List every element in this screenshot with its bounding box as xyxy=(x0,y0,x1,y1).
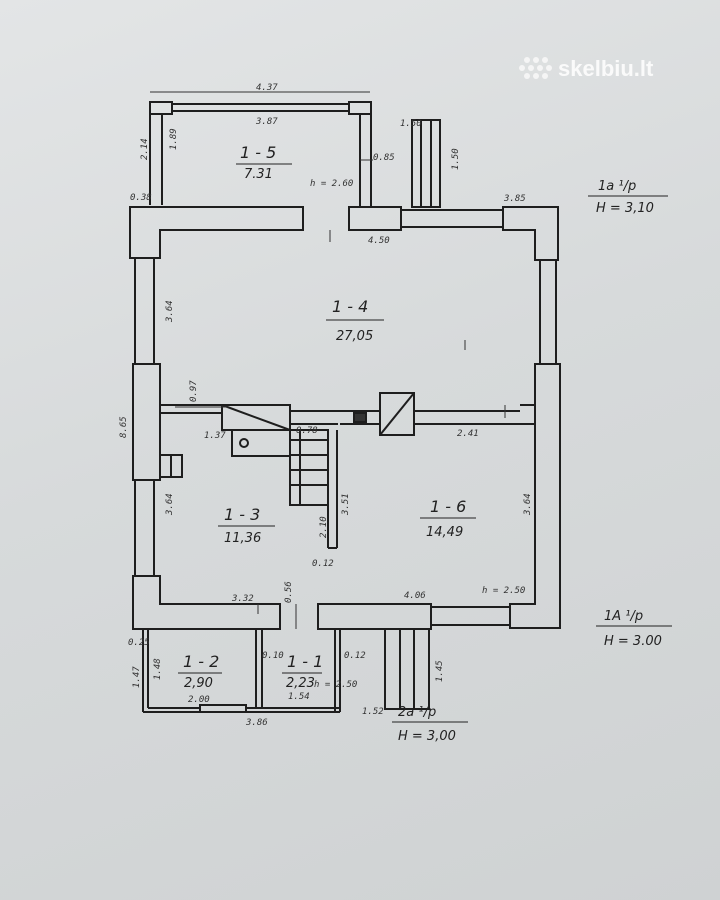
dim-label: 2.41 xyxy=(457,429,479,439)
note-1a: 1a ¹/p H = 3,10 xyxy=(588,179,668,216)
note-top: 1a ¹/p xyxy=(598,179,636,194)
dim-label: 4.06 xyxy=(404,591,426,601)
room-label: 1 - 5 xyxy=(240,143,276,162)
dimension-labels: 4.37 3.87 2.14 1.89 1.50 1.50 0.85 h = 2… xyxy=(119,83,533,728)
room-label: 1 - 2 xyxy=(183,652,219,671)
dim-label: 2.00 xyxy=(188,695,210,705)
dim-label: 3.85 xyxy=(503,194,526,204)
walls xyxy=(129,101,561,713)
dim-label: 1.52 xyxy=(362,707,384,717)
dim-label: 1.48 xyxy=(153,658,163,680)
room-1-3: 1 - 3 11,36 xyxy=(218,505,275,546)
room-area: 2,90 xyxy=(184,676,213,691)
dim-label: 0.56 xyxy=(284,581,294,603)
dim-label: 0.10 xyxy=(262,651,284,661)
watermark-text: skelbiu.lt xyxy=(558,56,654,81)
room-area: 7.31 xyxy=(244,167,273,182)
dim-label: 3.51 xyxy=(341,493,351,516)
note-top: 1A ¹/p xyxy=(604,609,643,624)
note-bottom: H = 3,10 xyxy=(596,201,654,216)
dim-label: 0.97 xyxy=(189,380,199,402)
dim-label: 1.37 xyxy=(204,431,226,441)
dim-label: 1.50 xyxy=(400,119,422,129)
dim-label: h = 2.50 xyxy=(482,586,525,596)
room-1-4: 1 - 4 27,05 xyxy=(326,297,384,344)
dim-label: 1.54 xyxy=(288,692,310,702)
dim-label: 0.25 xyxy=(128,638,150,648)
room-label: 1 - 4 xyxy=(332,297,368,316)
skelbiu-logo-icon xyxy=(519,57,552,79)
dim-label: 0.85 xyxy=(373,153,395,163)
dimension-lines xyxy=(150,91,506,629)
room-area: 27,05 xyxy=(336,329,373,344)
room-1-5: 1 - 5 7.31 xyxy=(236,143,292,182)
dim-label: 1.50 xyxy=(451,148,461,170)
dim-label: 2.14 xyxy=(140,138,150,160)
dim-label: h = 2.50 xyxy=(314,680,357,690)
room-label: 1 - 3 xyxy=(224,505,260,524)
dim-label: 3.87 xyxy=(255,117,278,127)
dim-label: 3.32 xyxy=(231,594,254,604)
note-2a: 2a ¹/p H = 3,00 xyxy=(392,705,468,744)
dim-label: 1.45 xyxy=(435,660,445,682)
dim-label: 1.89 xyxy=(169,128,179,150)
note-bottom: H = 3,00 xyxy=(398,729,456,744)
dim-label: 0.78 xyxy=(296,426,318,436)
dim-label: h = 2.60 xyxy=(310,179,353,189)
dim-label: 3.64 xyxy=(165,493,175,516)
room-1-2: 1 - 2 2,90 xyxy=(178,652,222,691)
room-area: 11,36 xyxy=(224,531,261,546)
dim-label: 4.37 xyxy=(256,83,278,93)
room-1-6: 1 - 6 14,49 xyxy=(420,497,476,540)
room-label: 1 - 1 xyxy=(287,652,323,671)
dim-label: 0.38 xyxy=(130,193,152,203)
room-label: 1 - 6 xyxy=(430,497,466,516)
dim-label: 3.86 xyxy=(245,718,268,728)
note-1A: 1A ¹/p H = 3.00 xyxy=(596,609,672,649)
note-top: 2a ¹/p xyxy=(398,705,436,720)
room-area: 2,23 xyxy=(286,676,315,691)
dim-label: 2.10 xyxy=(319,516,329,538)
dim-label: 0.12 xyxy=(312,559,334,569)
dim-label: 3.64 xyxy=(523,493,533,516)
dim-label: 1.47 xyxy=(132,666,142,688)
room-area: 14,49 xyxy=(426,525,463,540)
dim-label: 8.65 xyxy=(119,416,129,438)
dim-label: 4.50 xyxy=(368,236,390,246)
note-bottom: H = 3.00 xyxy=(604,634,662,649)
dim-label: 0.12 xyxy=(344,651,366,661)
dim-label: 3.64 xyxy=(165,300,175,323)
room-1-1: 1 - 1 2,23 xyxy=(282,652,323,691)
